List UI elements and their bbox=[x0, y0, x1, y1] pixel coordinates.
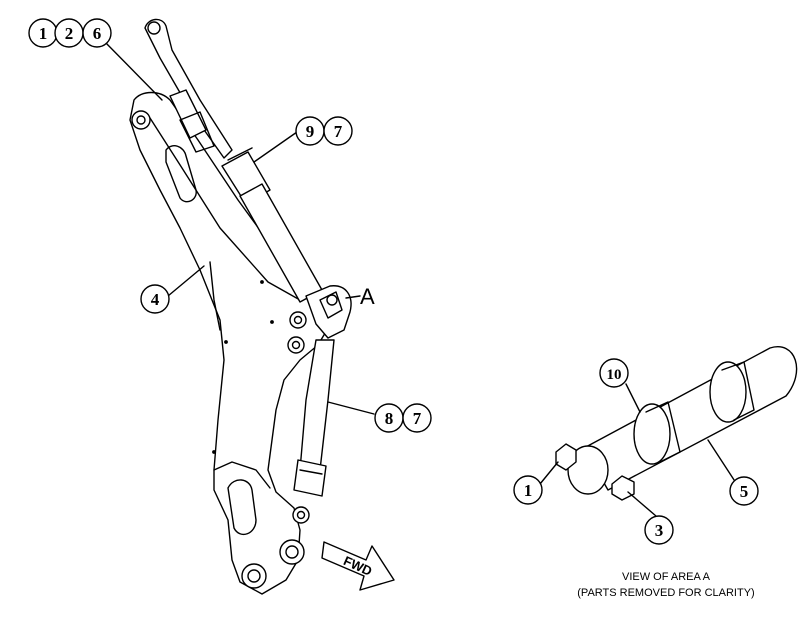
callout-9: 9 bbox=[306, 122, 315, 141]
middle-bolt-1 bbox=[289, 311, 307, 329]
upper-slot bbox=[165, 145, 197, 203]
callout-3: 3 bbox=[655, 521, 664, 540]
base-pivot bbox=[241, 563, 267, 589]
detail-washer-left bbox=[633, 403, 671, 465]
callout-5: 5 bbox=[740, 482, 749, 501]
area-a-bracket bbox=[305, 285, 352, 339]
callout-7-lower: 7 bbox=[413, 409, 422, 428]
area-a-label: A bbox=[360, 284, 375, 309]
fwd-arrow bbox=[321, 541, 395, 591]
callout-7-upper: 7 bbox=[334, 122, 343, 141]
bottom-pivot bbox=[279, 539, 305, 565]
lower-cylinder bbox=[299, 339, 335, 471]
detail-bolt-3 bbox=[611, 475, 635, 501]
callout-6: 6 bbox=[93, 24, 102, 43]
bottom-bolt bbox=[292, 506, 310, 524]
callout-2: 2 bbox=[65, 24, 74, 43]
callout-8: 8 bbox=[385, 409, 394, 428]
top-link bbox=[144, 18, 233, 159]
detail-washer-right bbox=[709, 361, 747, 423]
middle-bolt-2 bbox=[287, 336, 305, 354]
boom-arm bbox=[129, 91, 335, 595]
callout-1-detail: 1 bbox=[524, 481, 533, 500]
callout-1: 1 bbox=[39, 24, 48, 43]
callout-10: 10 bbox=[607, 367, 622, 383]
lower-slot bbox=[227, 479, 257, 536]
callout-4: 4 bbox=[151, 290, 160, 309]
caption-line-2: (PARTS REMOVED FOR CLARITY) bbox=[577, 587, 754, 599]
caption-line-1: VIEW OF AREA A bbox=[622, 571, 711, 583]
top-left-bolt bbox=[131, 110, 151, 130]
